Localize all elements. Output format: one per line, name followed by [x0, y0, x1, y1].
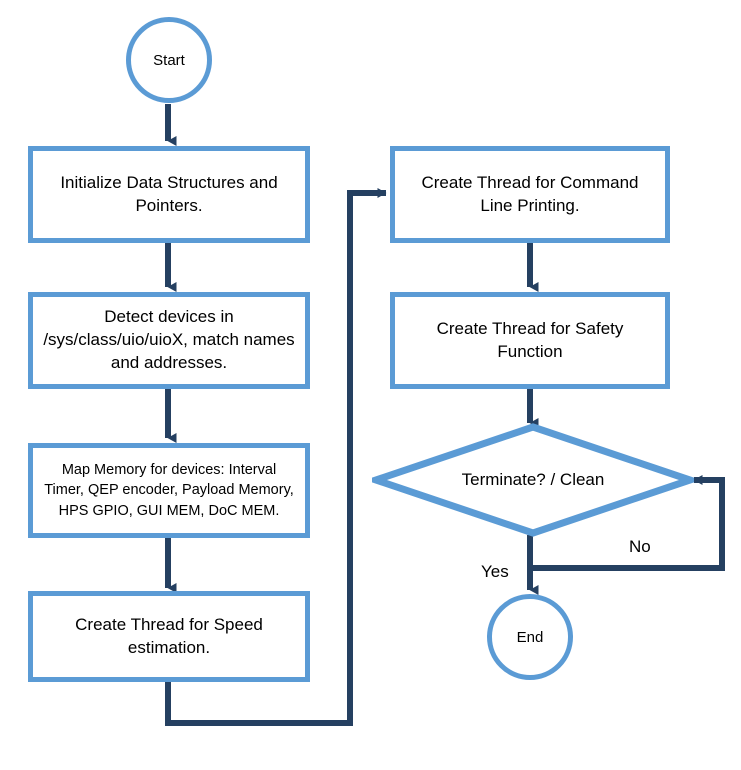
node-create-thread-speed-estimation-label: Create Thread for Speed estimation. — [75, 614, 263, 657]
node-start-label: Start — [153, 51, 185, 69]
edge-label-yes: Yes — [481, 562, 509, 581]
node-terminate-decision[interactable]: Terminate? / Clean — [372, 423, 694, 537]
node-end-label: End — [516, 628, 544, 646]
node-create-thread-safety-function-label: Create Thread for Safety Function — [436, 318, 624, 361]
node-end[interactable]: End — [487, 594, 573, 680]
node-detect-devices-label: Detect devices in /sys/class/uio/uioX, m… — [43, 307, 295, 372]
node-initialize-data-structures[interactable]: Initialize Data Structures and Pointers. — [28, 146, 310, 243]
decision-diamond-shape — [372, 423, 694, 537]
node-create-thread-command-line-printing-label: Create Thread for Command Line Printing. — [421, 172, 639, 215]
node-initialize-data-structures-label: Initialize Data Structures and Pointers. — [60, 172, 278, 215]
node-start[interactable]: Start — [126, 17, 212, 103]
node-map-memory[interactable]: Map Memory for devices: Interval Timer, … — [28, 443, 310, 538]
edge-label-no: No — [629, 537, 651, 556]
node-detect-devices[interactable]: Detect devices in /sys/class/uio/uioX, m… — [28, 292, 310, 389]
node-create-thread-command-line-printing[interactable]: Create Thread for Command Line Printing. — [390, 146, 670, 243]
node-create-thread-speed-estimation[interactable]: Create Thread for Speed estimation. — [28, 591, 310, 682]
node-create-thread-safety-function[interactable]: Create Thread for Safety Function — [390, 292, 670, 389]
node-map-memory-label: Map Memory for devices: Interval Timer, … — [44, 461, 294, 519]
